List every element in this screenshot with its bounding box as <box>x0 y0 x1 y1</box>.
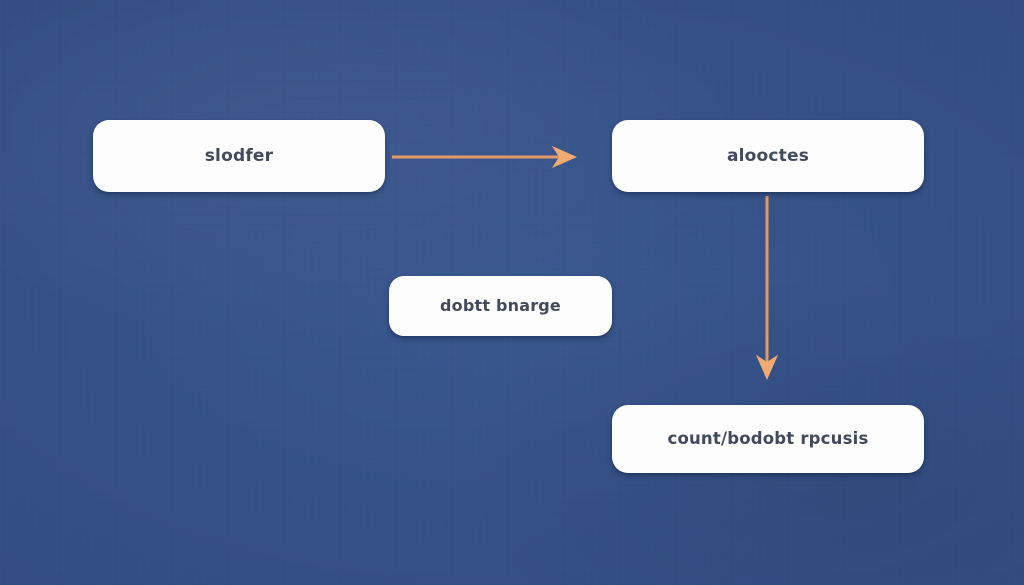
node-count-bodobt-rpcusis[interactable]: count/bodobt rpcusis <box>612 405 924 473</box>
node-label: dobtt bnarge <box>439 296 561 315</box>
node-label: count/bodobt rpcusis <box>667 428 869 448</box>
node-alooctes[interactable]: alooctes <box>612 120 924 192</box>
node-dobtt-bnarge[interactable]: dobtt bnarge <box>389 276 612 336</box>
node-label: slodfer <box>204 145 274 166</box>
node-slodfer[interactable]: slodfer <box>93 120 385 192</box>
node-label: alooctes <box>726 145 810 166</box>
